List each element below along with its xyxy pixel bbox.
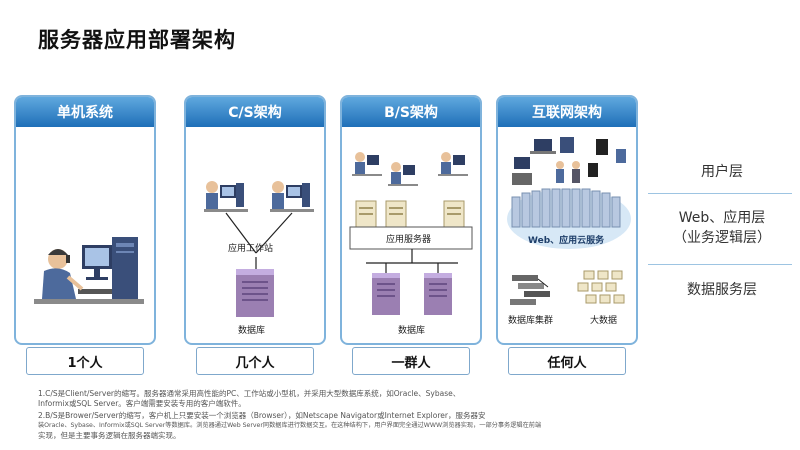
panel-cs-body: 应用工作站 数据库 [186, 127, 324, 343]
desktop-user-illustration [34, 237, 144, 304]
cs-diagram [204, 181, 314, 317]
layer-web-line1: Web、应用层 [678, 210, 766, 226]
panel-internet-header: 互联网架构 [498, 97, 636, 127]
panel-internet-body: Web、应用云服务 数据库集群 大数据 [498, 127, 636, 343]
layer-divider [648, 193, 792, 194]
panel-cs-header: C/S架构 [186, 97, 324, 127]
workstation-icon [204, 181, 248, 212]
big-data-label: 大数据 [590, 316, 618, 326]
database-cluster-icon [510, 275, 550, 305]
footer-group: 一群人 [352, 347, 470, 375]
app-server-icon [385, 200, 407, 228]
app-server-icon [443, 200, 465, 228]
layer-user: 用户层 [701, 164, 743, 180]
database-server-icon [424, 273, 452, 315]
note-line: Informix或SQL Server。客户端需要安装专用的客户端软件。 [38, 399, 246, 408]
footer-few-people: 几个人 [196, 347, 314, 375]
bs-app-server-label: 应用服务器 [386, 235, 432, 245]
workstation-icon [270, 181, 314, 212]
database-server-icon [236, 269, 274, 317]
cs-workstation-label: 应用工作站 [228, 244, 274, 254]
panel-bs-body: 应用服务器 数据库 [342, 127, 480, 343]
layer-web-line2: （业务逻辑层） [673, 230, 771, 246]
user-workstation-icon [352, 152, 382, 176]
devices-icon [512, 137, 626, 185]
panel-standalone-header: 单机系统 [16, 97, 154, 127]
panel-standalone: 单机系统 [14, 95, 156, 345]
bs-database-label: 数据库 [398, 326, 426, 336]
footer-anyone: 任何人 [508, 347, 626, 375]
db-cluster-label: 数据库集群 [508, 316, 554, 326]
note-line: 1.C/S是Client/Server的缩写。服务器通常采用高性能的PC、工作站… [38, 389, 461, 398]
panel-internet: 互联网架构 [496, 95, 638, 345]
internet-diagram [507, 137, 631, 305]
panel-browser-server: B/S架构 [340, 95, 482, 345]
big-data-icon [577, 270, 625, 304]
note-line: 2.B/S是Brower/Server的缩写，客户机上只要安装一个浏览器（Bro… [38, 411, 486, 420]
cloud-service-label: Web、应用云服务 [528, 236, 605, 246]
panel-bs-header: B/S架构 [342, 97, 480, 127]
server-rack-icon [511, 188, 621, 228]
cs-database-label: 数据库 [238, 326, 266, 336]
panel-standalone-body [16, 127, 154, 343]
panel-client-server: C/S架构 [184, 95, 326, 345]
app-server-icon [355, 200, 377, 228]
footer-one-person: 1个人 [26, 347, 144, 375]
note-line: 实现，但是主要事务逻辑在服务器端实现。 [38, 431, 181, 440]
layer-data: 数据服务层 [687, 282, 757, 298]
user-workstation-icon [388, 162, 418, 186]
database-server-icon [372, 273, 400, 315]
bs-diagram [349, 152, 473, 315]
page-title: 服务器应用部署架构 [38, 28, 236, 52]
note-line: 装Oracle、Sybase、Informix或SQL Server等数据库。浏… [38, 422, 542, 429]
layer-divider [648, 264, 792, 265]
user-workstation-icon [438, 152, 468, 176]
